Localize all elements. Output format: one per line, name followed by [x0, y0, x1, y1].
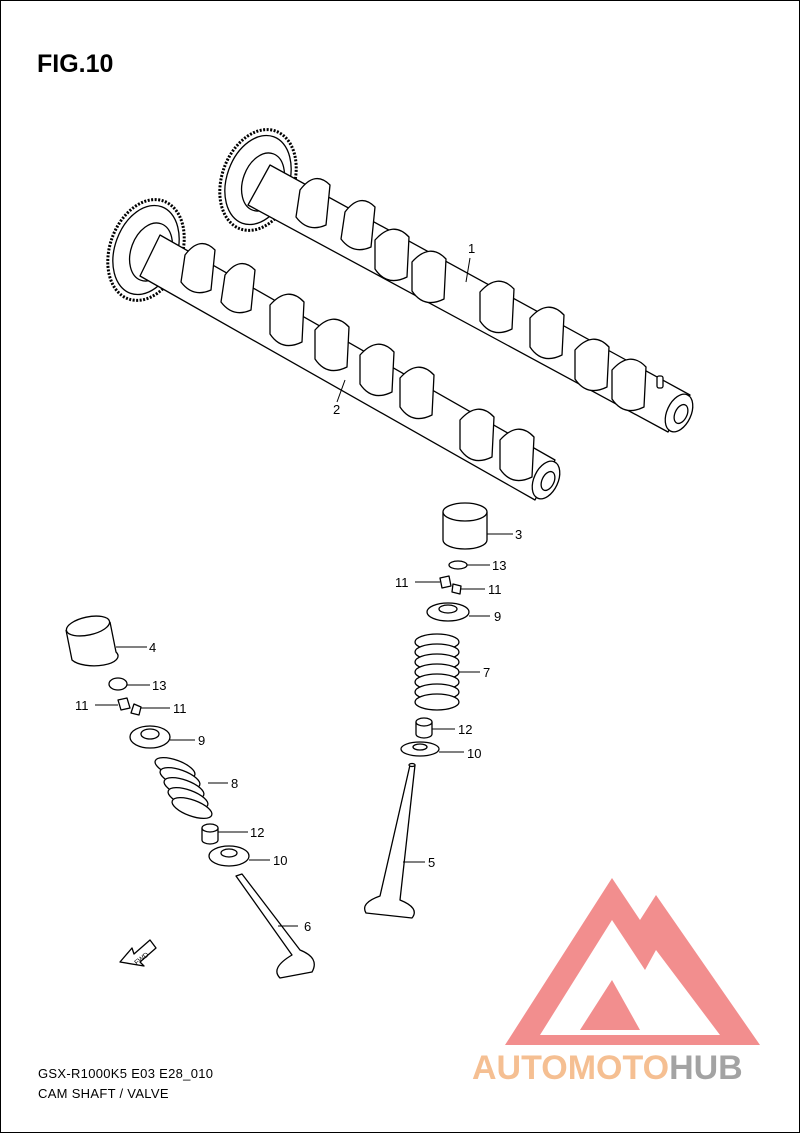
callout-11-right-b: 11 [488, 582, 502, 597]
fwd-arrow-icon [119, 939, 157, 967]
watermark-brand: AUTOMOTOHUB [472, 1049, 743, 1088]
callout-8: 8 [231, 776, 238, 791]
camshaft-2[interactable] [94, 189, 565, 503]
callout-7: 7 [483, 665, 490, 680]
callout-5: 5 [428, 855, 435, 870]
callout-11-left-b: 11 [173, 701, 187, 716]
callout-10-right: 10 [467, 746, 481, 761]
tappet-3[interactable] [442, 502, 488, 550]
valve-5[interactable] [363, 762, 416, 919]
callout-13-left: 13 [152, 678, 166, 693]
seal-12-right[interactable] [415, 717, 433, 739]
callout-3: 3 [515, 527, 522, 542]
watermark-logo-icon [505, 878, 760, 1045]
watermark-brand-part1: AUTOMOTO [472, 1049, 670, 1087]
cotter-11-left[interactable] [117, 697, 142, 716]
shim-13-right[interactable] [448, 560, 468, 570]
callout-2: 2 [333, 402, 340, 417]
callout-9-right: 9 [494, 609, 501, 624]
shim-13-left[interactable] [108, 677, 128, 691]
spring-7[interactable] [414, 633, 460, 711]
callout-4: 4 [149, 640, 156, 655]
tappet-4[interactable] [65, 613, 119, 667]
callout-1: 1 [468, 241, 475, 256]
retainer-9-right[interactable] [426, 602, 470, 622]
seal-12-left[interactable] [201, 823, 219, 845]
callout-12-left: 12 [250, 825, 264, 840]
seat-10-right[interactable] [400, 741, 440, 757]
footer-section: CAM SHAFT / VALVE [38, 1086, 169, 1101]
seat-10-left[interactable] [208, 845, 250, 867]
retainer-9-left[interactable] [129, 725, 171, 749]
cotter-11-right[interactable] [439, 575, 462, 595]
callout-10-left: 10 [273, 853, 287, 868]
callout-11-left-a: 11 [75, 698, 89, 713]
callout-11-right-a: 11 [395, 575, 409, 590]
camshaft-1[interactable] [206, 119, 698, 436]
spring-8[interactable] [153, 753, 215, 822]
callout-9-left: 9 [198, 733, 205, 748]
watermark-brand-part2: HUB [669, 1049, 743, 1087]
footer-model: GSX-R1000K5 E03 E28_010 [38, 1066, 214, 1081]
valve-6[interactable] [235, 873, 315, 979]
figure-title: FIG.10 [37, 50, 114, 78]
callout-12-right: 12 [458, 722, 472, 737]
callout-13-right: 13 [492, 558, 506, 573]
callout-6: 6 [304, 919, 311, 934]
